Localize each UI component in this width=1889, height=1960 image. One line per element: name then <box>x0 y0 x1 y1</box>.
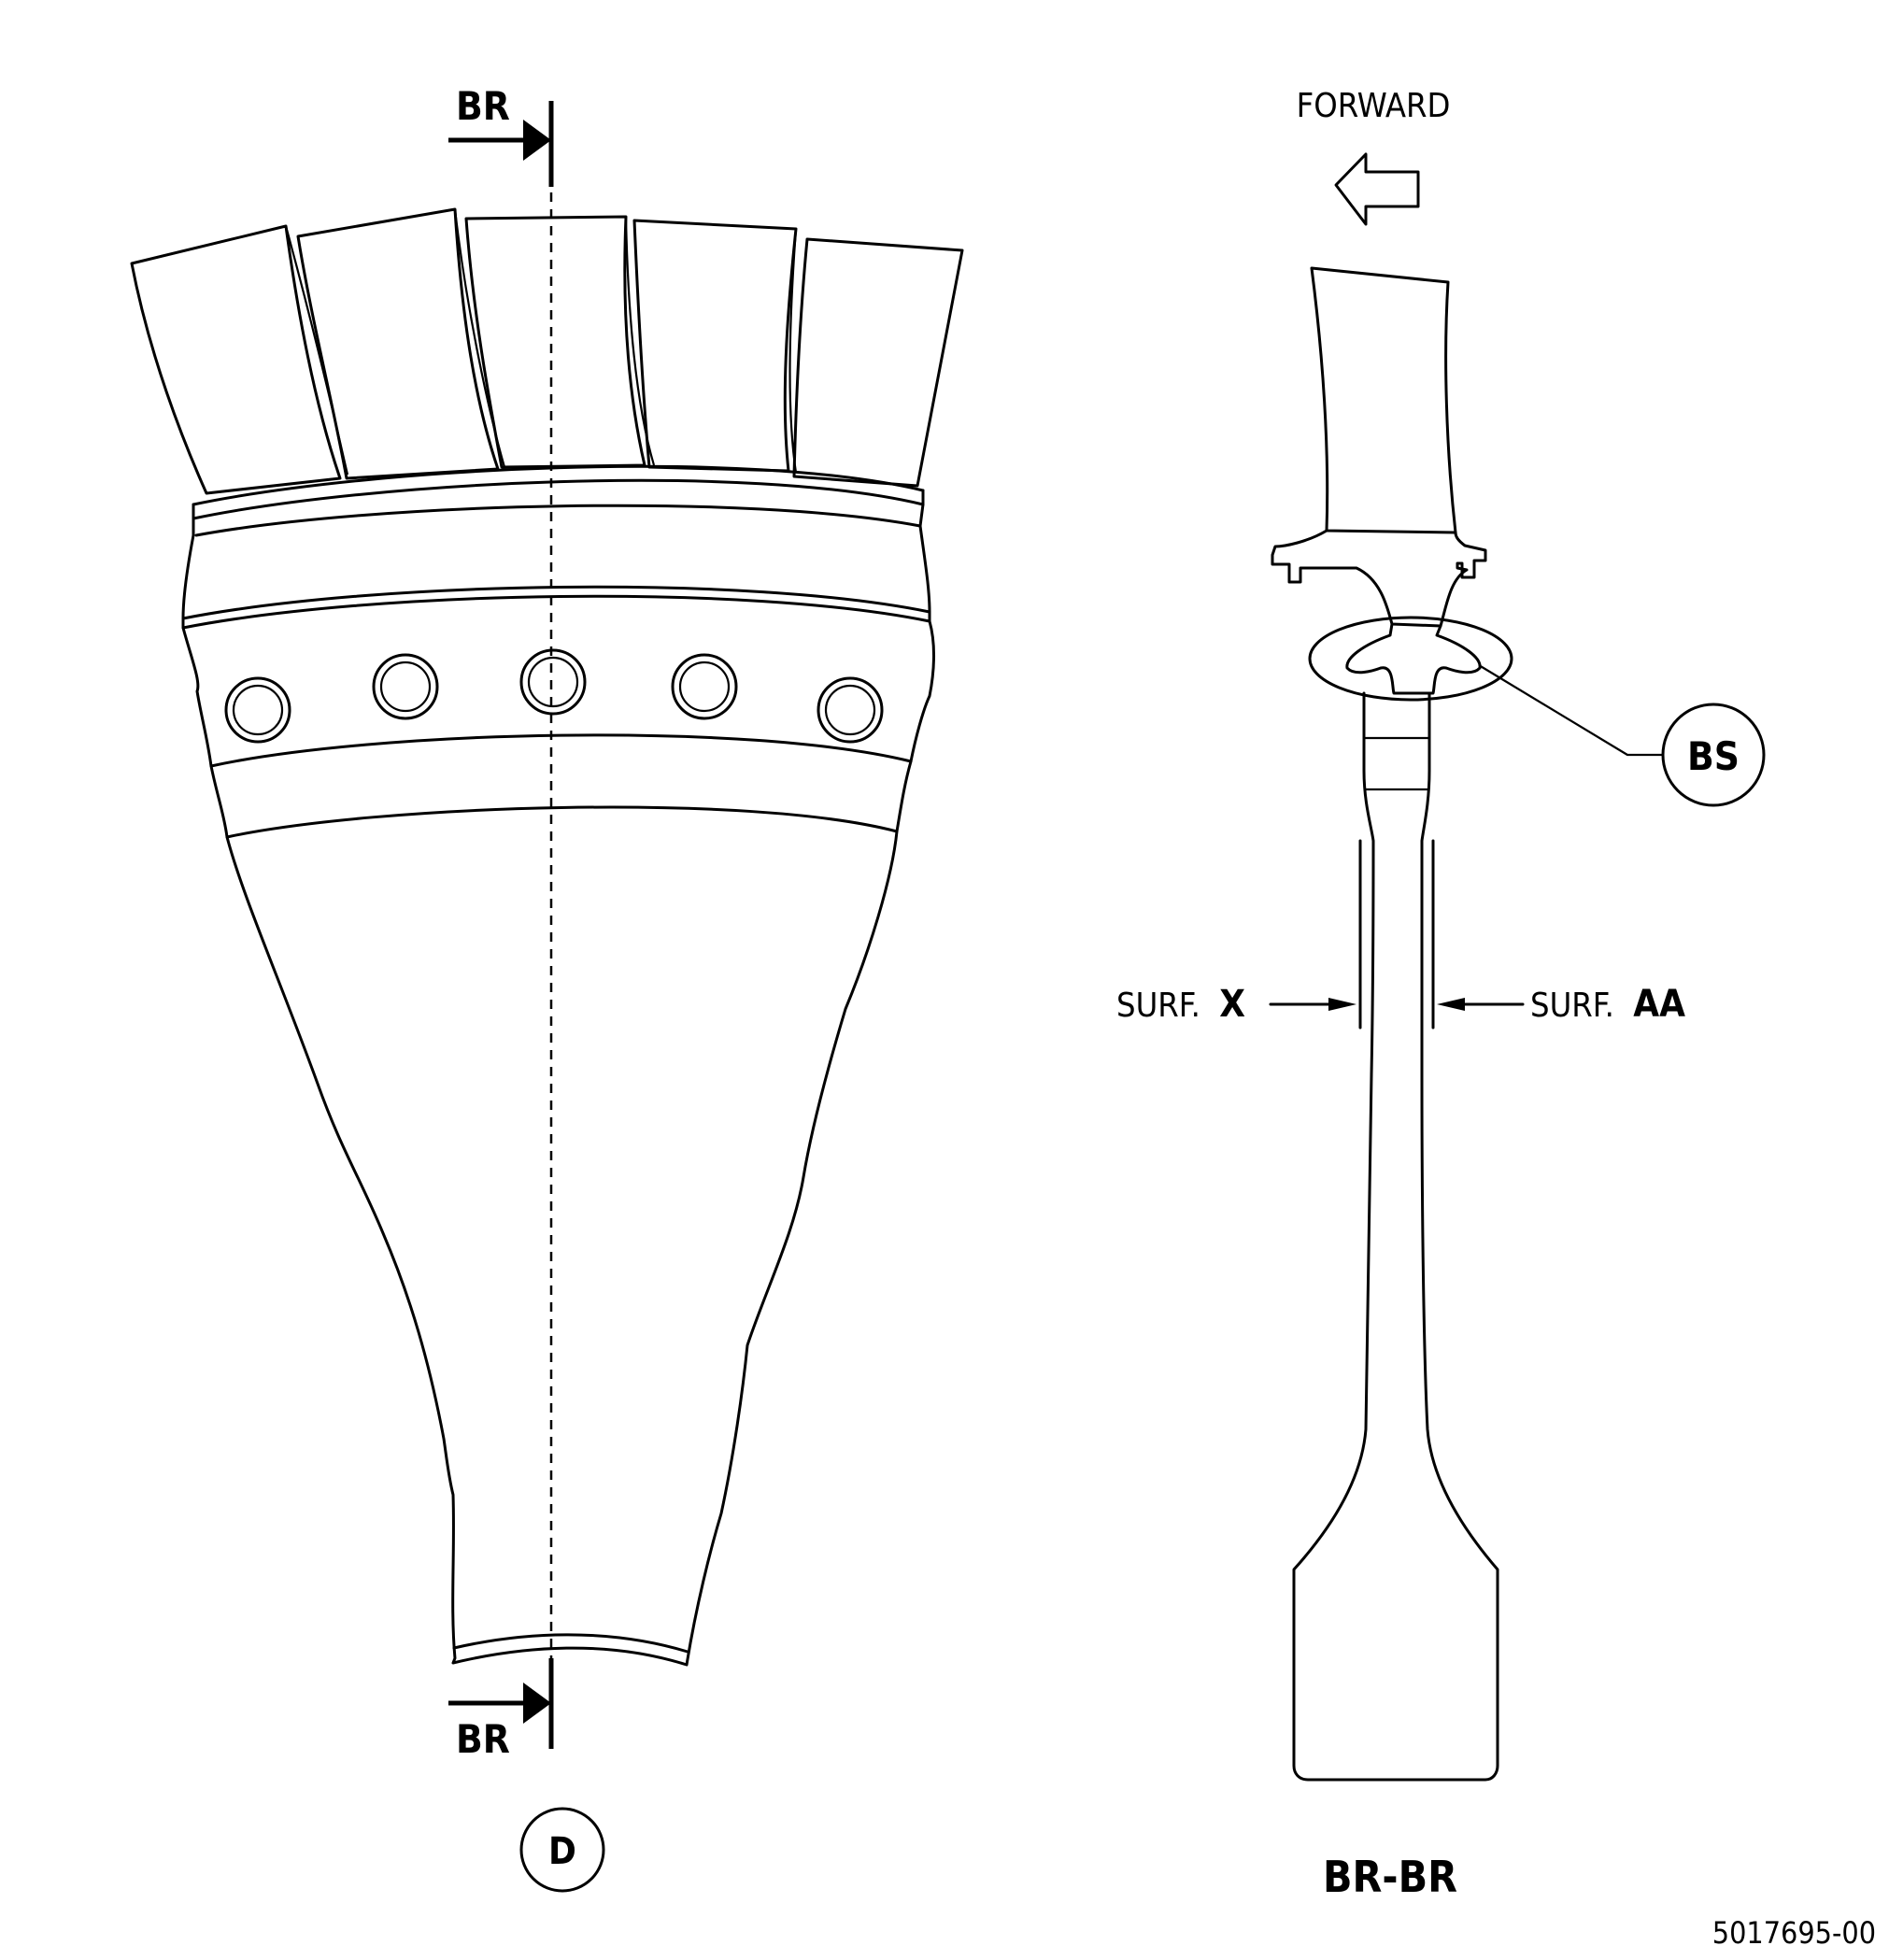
bolt-hole-5 <box>817 676 884 744</box>
bolt-hole-1 <box>224 676 291 744</box>
section-arrow-bottom <box>448 1683 551 1724</box>
band-4 <box>209 733 913 768</box>
detail-callout-label: BS <box>1687 733 1740 779</box>
bolt-hole-3 <box>519 648 587 716</box>
band-3a <box>181 585 931 620</box>
disk-bottom-rim <box>452 1633 689 1654</box>
blade-edge-4 <box>788 228 798 474</box>
surf-x-id: X <box>1219 983 1245 1026</box>
dovetail-root <box>1345 622 1482 695</box>
surf-aa-label: SURF. AA <box>1530 983 1685 1026</box>
section-view: FORWARD BS SURF. X <box>1116 87 1766 1902</box>
section-label-top: BR <box>456 83 510 129</box>
surf-aa-prefix: SURF. <box>1530 987 1614 1025</box>
blade-edge-3 <box>624 216 656 466</box>
surf-x-label: SURF. X <box>1116 983 1245 1026</box>
band-top-outer <box>192 464 925 506</box>
band-5 <box>225 805 899 839</box>
band-3b <box>181 594 931 630</box>
blade-3 <box>464 215 646 469</box>
disk-outline <box>181 489 935 1667</box>
blade-section <box>1310 266 1457 534</box>
platform-section <box>1271 529 1487 628</box>
detail-ellipse-bs <box>1308 616 1513 702</box>
blade-1 <box>130 224 342 495</box>
blade-row <box>130 207 964 495</box>
disk-section <box>1292 691 1499 1782</box>
surf-x-prefix: SURF. <box>1116 987 1200 1025</box>
platform-bands <box>181 464 931 839</box>
rotor-segment-view: BR BR D <box>130 83 964 1893</box>
section-label-bottom: BR <box>456 1716 510 1762</box>
bolt-hole-2 <box>372 653 439 720</box>
surf-x-arrow <box>1269 998 1356 1011</box>
band-2 <box>194 504 922 537</box>
blade-5 <box>792 237 964 488</box>
figure-number: 5017695-00 <box>1712 1915 1876 1951</box>
blade-4 <box>632 219 798 473</box>
surf-aa-id: AA <box>1633 983 1685 1026</box>
bolt-hole-4 <box>671 653 738 720</box>
bolt-holes <box>224 648 884 744</box>
surf-aa-arrow <box>1437 998 1525 1011</box>
blade-edge-2 <box>453 208 506 468</box>
forward-label: FORWARD <box>1297 87 1451 125</box>
section-title: BR-BR <box>1323 1852 1457 1902</box>
detail-callout-bs: BS <box>1661 703 1766 807</box>
detail-leader-bs <box>1478 664 1663 757</box>
view-tag-label: D <box>548 1830 576 1873</box>
blade-edge-1 <box>284 225 349 476</box>
band-top-inner <box>192 478 925 520</box>
section-arrow-top <box>448 120 551 161</box>
forward-arrow <box>1334 152 1420 226</box>
view-tag-circle: D <box>519 1807 605 1893</box>
